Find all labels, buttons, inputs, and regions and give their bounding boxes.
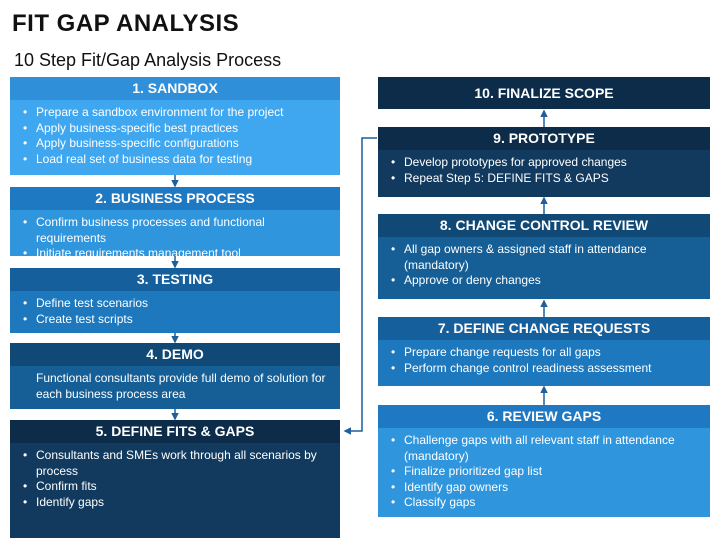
list-item: Challenge gaps with all relevant staff i… — [390, 433, 700, 464]
step-1-body: Prepare a sandbox environment for the pr… — [10, 100, 340, 175]
step-9-prototype: 9. PROTOTYPE Develop prototypes for appr… — [378, 127, 710, 197]
page-subtitle: 10 Step Fit/Gap Analysis Process — [14, 50, 282, 70]
step-2-title: 2. BUSINESS PROCESS — [10, 187, 340, 210]
step-4-text: Functional consultants provide full demo… — [36, 371, 326, 401]
step-1-sandbox: 1. SANDBOX Prepare a sandbox environment… — [10, 77, 340, 175]
step-10-finalize-scope: 10. FINALIZE SCOPE — [378, 77, 710, 109]
step-3-body: Define test scenarios Create test script… — [10, 291, 340, 333]
list-item: Apply business-specific configurations — [22, 136, 330, 152]
step-7-define-change-requests: 7. DEFINE CHANGE REQUESTS Prepare change… — [378, 317, 710, 386]
list-item: Confirm fits — [22, 479, 330, 495]
list-item: Prepare change requests for all gaps — [390, 345, 700, 361]
step-5-title: 5. DEFINE FITS & GAPS — [10, 420, 340, 443]
arrow-9-to-5-loop — [343, 137, 377, 435]
list-item: Finalize prioritized gap list — [390, 464, 700, 480]
step-4-body: Functional consultants provide full demo… — [10, 366, 340, 409]
step-1-title: 1. SANDBOX — [10, 77, 340, 100]
list-item: Consultants and SMEs work through all sc… — [22, 448, 330, 479]
list-item: Confirm business processes and functiona… — [22, 215, 330, 246]
step-8-change-control-review: 8. CHANGE CONTROL REVIEW All gap owners … — [378, 214, 710, 299]
step-2-body: Confirm business processes and functiona… — [10, 210, 340, 261]
list-item: Identify gaps — [22, 495, 330, 511]
step-5-body: Consultants and SMEs work through all sc… — [10, 443, 340, 538]
step-7-body: Prepare change requests for all gaps Per… — [378, 340, 710, 386]
step-6-title: 6. REVIEW GAPS — [378, 405, 710, 428]
list-item: All gap owners & assigned staff in atten… — [390, 242, 700, 273]
step-2-business-process: 2. BUSINESS PROCESS Confirm business pro… — [10, 187, 340, 261]
list-item: Initiate requirements management tool — [22, 246, 330, 262]
step-3-title: 3. TESTING — [10, 268, 340, 291]
list-item: Identify gap owners — [390, 480, 700, 496]
list-item: Perform change control readiness assessm… — [390, 361, 700, 377]
step-4-title: 4. DEMO — [10, 343, 340, 366]
step-3-testing: 3. TESTING Define test scenarios Create … — [10, 268, 340, 333]
step-9-title: 9. PROTOTYPE — [378, 127, 710, 150]
step-6-review-gaps: 6. REVIEW GAPS Challenge gaps with all r… — [378, 405, 710, 517]
list-item: Create test scripts — [22, 312, 330, 328]
step-5-define-fits-gaps: 5. DEFINE FITS & GAPS Consultants and SM… — [10, 420, 340, 538]
step-9-body: Develop prototypes for approved changes … — [378, 150, 710, 197]
step-6-body: Challenge gaps with all relevant staff i… — [378, 428, 710, 517]
list-item: Load real set of business data for testi… — [22, 152, 330, 168]
step-8-title: 8. CHANGE CONTROL REVIEW — [378, 214, 710, 237]
list-item: Define test scenarios — [22, 296, 330, 312]
list-item: Classify gaps — [390, 495, 700, 511]
step-8-body: All gap owners & assigned staff in atten… — [378, 237, 710, 299]
list-item: Prepare a sandbox environment for the pr… — [22, 105, 330, 121]
list-item: Develop prototypes for approved changes — [390, 155, 700, 171]
list-item: Apply business-specific best practices — [22, 121, 330, 137]
step-7-title: 7. DEFINE CHANGE REQUESTS — [378, 317, 710, 340]
list-item: Repeat Step 5: DEFINE FITS & GAPS — [390, 171, 700, 187]
list-item: Approve or deny changes — [390, 273, 700, 289]
page-title: FIT GAP ANALYSIS — [12, 10, 240, 37]
step-4-demo: 4. DEMO Functional consultants provide f… — [10, 343, 340, 409]
